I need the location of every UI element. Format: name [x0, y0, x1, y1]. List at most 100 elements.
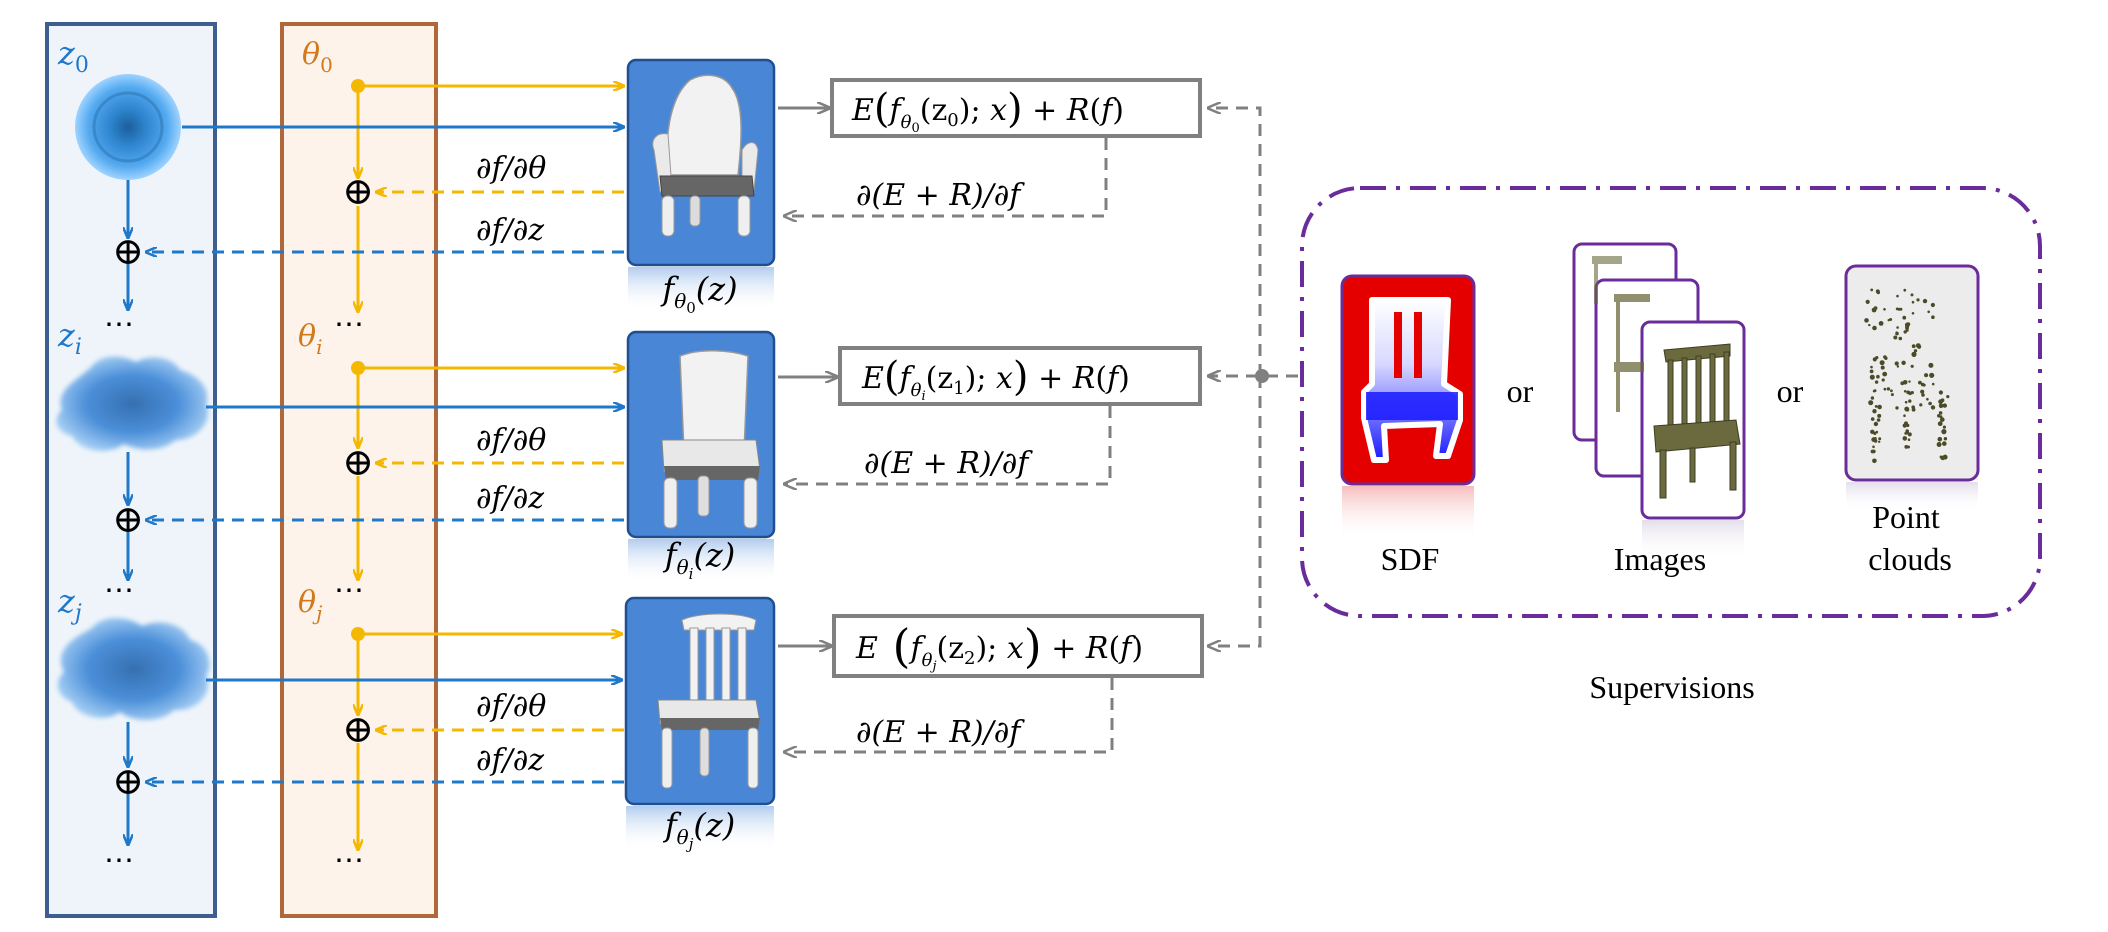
latent-dots-3: ⋯	[104, 843, 134, 878]
point-cloud-dot	[1938, 403, 1944, 409]
image-chair-middle-icon	[1614, 294, 1650, 412]
sdf-reflection	[1342, 486, 1474, 540]
point-cloud-dot	[1907, 445, 1910, 449]
grad-z-label-0: ∂f/∂z	[476, 213, 544, 248]
point-cloud-dot	[1882, 371, 1888, 377]
point-cloud-dot	[1919, 403, 1923, 407]
point-cloud-dot	[1907, 438, 1911, 442]
param-node-i	[351, 361, 365, 375]
point-cloud-dot	[1896, 294, 1899, 298]
energy-backward-arrows	[784, 138, 1114, 752]
point-cloud-dot	[1918, 380, 1922, 385]
point-cloud-dot	[1920, 389, 1925, 394]
back-grad-label-i: ∂(E + R)/∂f	[864, 446, 1033, 481]
image-chair-back-icon	[1592, 256, 1622, 304]
point-cloud-dot	[1910, 293, 1914, 297]
param-node-j	[351, 627, 365, 641]
point-cloud-dot	[1928, 362, 1934, 368]
point-cloud-dot	[1938, 390, 1943, 395]
point-cloud-dot	[1896, 365, 1900, 368]
point-cloud-dot	[1911, 407, 1916, 412]
grad-theta-label-0: ∂f/∂θ	[476, 151, 546, 186]
shape-reflection-i	[628, 539, 774, 583]
shape-box-j	[624, 596, 776, 806]
point-cloud-reflection	[1846, 482, 1978, 512]
back-grad-label-j: ∂(E + R)/∂f	[856, 715, 1025, 750]
point-cloud-dot	[1922, 298, 1928, 304]
sdf-label: SDF	[1381, 541, 1440, 577]
energy-formula-j: E (fθj(z2); x) + R(f)	[855, 619, 1143, 674]
point-cloud-dot	[1870, 396, 1875, 400]
point-cloud-dot	[1916, 298, 1920, 302]
point-cloud-dot	[1946, 395, 1950, 399]
oplus-param-i: ⊕	[342, 440, 374, 484]
point-cloud-dot	[1913, 349, 1918, 353]
oplus-nodes: ⊕ ⊕ ⊕ ⊕ ⊕ ⊕	[112, 169, 374, 803]
point-cloud-dot	[1887, 319, 1890, 322]
point-cloud-dot	[1905, 429, 1909, 433]
latent-label-zj: zj	[57, 582, 82, 626]
point-cloud-dot	[1930, 302, 1935, 308]
point-cloud-dot	[1890, 393, 1894, 397]
point-cloud-dot	[1877, 413, 1882, 418]
or-separator-1: or	[1507, 373, 1534, 409]
point-cloud-dot	[1908, 380, 1911, 383]
point-cloud-dot	[1864, 318, 1869, 323]
point-cloud-dot	[1870, 288, 1874, 292]
latent-dots-1: ⋯	[104, 307, 134, 342]
param-label-thetai: θi	[298, 319, 322, 359]
point-cloud-dot	[1921, 393, 1925, 397]
point-cloud-dot	[1905, 328, 1909, 332]
images-stack	[1572, 242, 1746, 520]
point-cloud-dot	[1906, 322, 1911, 327]
point-cloud-dot	[1915, 343, 1921, 348]
point-cloud-dot	[1903, 288, 1907, 292]
point-cloud-dot	[1908, 391, 1912, 396]
grad-z-label-i: ∂f/∂z	[476, 481, 544, 516]
point-cloud-dot	[1940, 455, 1945, 461]
image-chair-front-icon	[1653, 343, 1741, 499]
point-cloud-dot	[1877, 404, 1882, 410]
grad-theta-arrows	[376, 192, 624, 730]
point-cloud-dot	[1911, 344, 1916, 349]
grad-theta-label-i: ∂f/∂θ	[476, 423, 546, 458]
point-cloud-dot	[1941, 429, 1947, 435]
latent-label-z0: z0	[57, 34, 89, 78]
latent-blob-z0	[75, 74, 181, 180]
point-cloud-dot	[1902, 315, 1907, 320]
latent-blob-z0-ring	[92, 91, 164, 163]
point-cloud-dot	[1936, 442, 1942, 447]
point-cloud-dot	[1873, 439, 1878, 443]
point-cloud-dot	[1928, 401, 1932, 406]
point-cloud-dot	[1879, 360, 1885, 366]
point-cloud-dot	[1881, 378, 1885, 382]
energy-box-j	[832, 614, 1204, 678]
chair-armchair-icon	[652, 74, 759, 237]
param-dots-1: ⋯	[334, 307, 364, 342]
param-label-thetaj: θj	[298, 585, 322, 625]
point-cloud-dot	[1874, 380, 1879, 384]
point-cloud-dot	[1872, 458, 1877, 464]
supervision-feed-arrows	[1208, 108, 1298, 646]
latent-blob-zi	[56, 356, 209, 451]
latent-forward-arrows	[182, 127, 624, 680]
point-cloud-dot	[1876, 418, 1881, 422]
point-cloud-dot	[1902, 380, 1908, 385]
param-node-0	[351, 79, 365, 93]
point-cloud-dot	[1872, 325, 1877, 331]
shape-reflection-j	[626, 806, 774, 850]
point-cloud-dot	[1903, 390, 1907, 393]
point-cloud-dot	[1937, 414, 1941, 418]
point-cloud-dot	[1943, 437, 1948, 441]
point-cloud-dot	[1897, 307, 1901, 311]
oplus-latent-0: ⊕	[112, 229, 144, 273]
point-cloud-dot	[1927, 310, 1930, 314]
point-cloud-dot	[1869, 374, 1875, 380]
point-cloud-dot	[1874, 405, 1878, 408]
energy-box-0	[830, 78, 1202, 138]
point-cloud-dot	[1896, 326, 1899, 329]
point-cloud-dot	[1895, 331, 1898, 334]
point-cloud-dot	[1911, 351, 1917, 357]
point-cloud-dot	[1883, 355, 1887, 359]
oplus-param-j: ⊕	[342, 707, 374, 751]
